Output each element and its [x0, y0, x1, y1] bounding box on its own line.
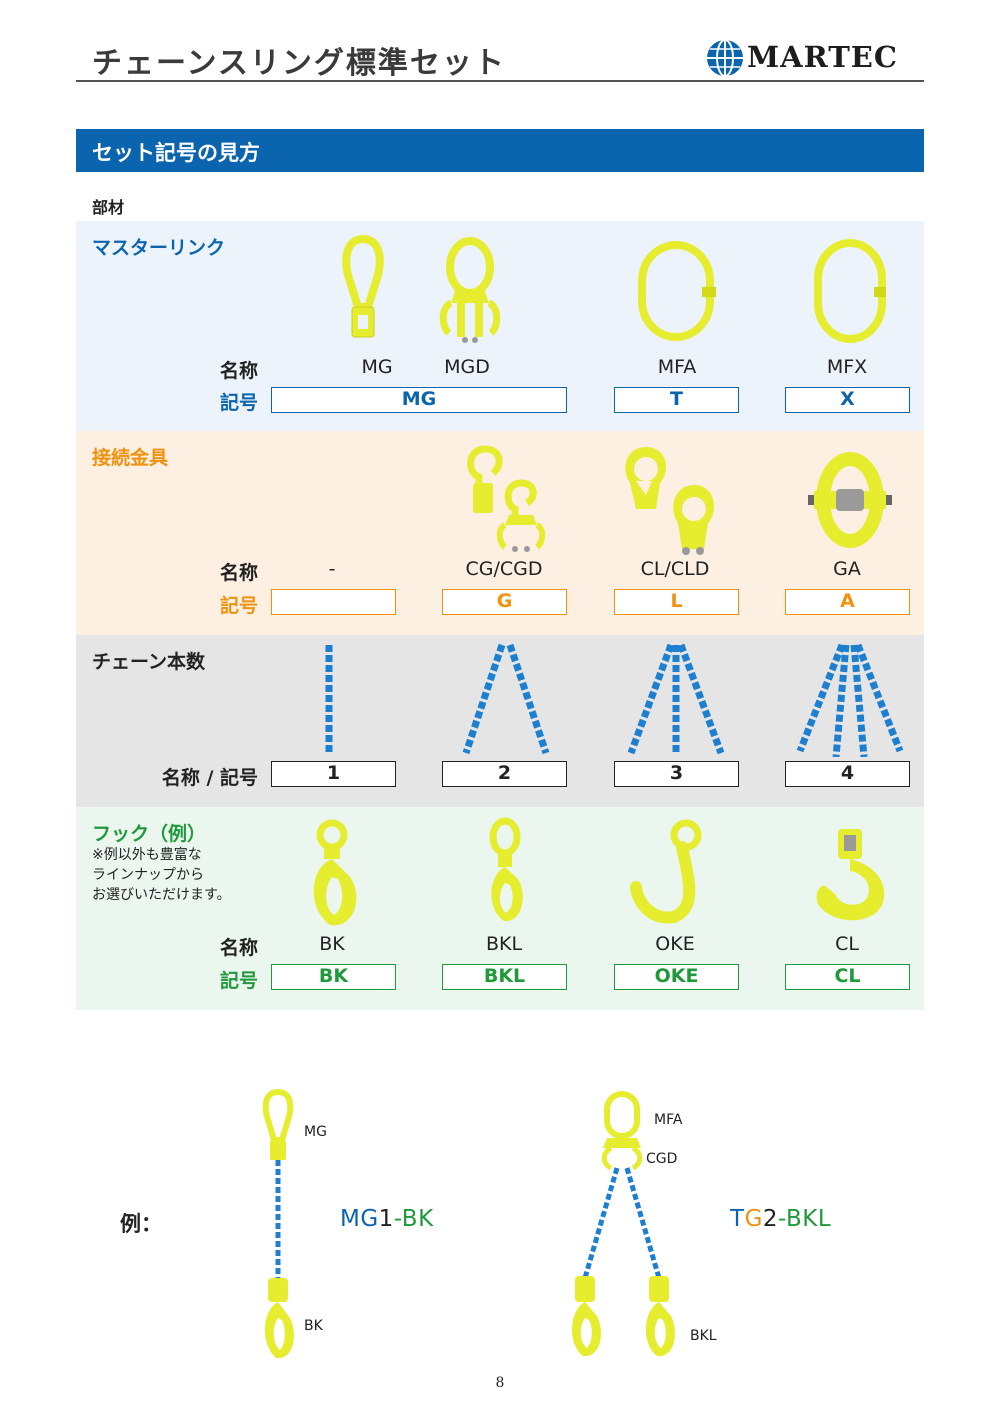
bkl-hook-icon: [489, 817, 523, 922]
code-box: 2: [442, 761, 567, 787]
code-box: CL: [785, 964, 910, 990]
callout-label: MG: [304, 1124, 327, 1140]
martec-logo: MARTEC: [705, 38, 925, 78]
name-label: 名称: [219, 562, 258, 584]
cl-connector-icon: [625, 447, 715, 555]
example-label: 例：: [120, 1212, 162, 1236]
code-box: A: [785, 589, 910, 615]
code-box: G: [442, 589, 567, 615]
code-box: X: [785, 387, 910, 413]
name-value: MFX: [826, 356, 868, 378]
oke-hook-icon: [630, 819, 702, 924]
code-box: [271, 589, 396, 615]
example-2-sling-icon: [571, 1091, 675, 1357]
mfx-master-link-icon: [814, 239, 886, 343]
code-box: 3: [614, 761, 739, 787]
name-value: CL/CLD: [640, 558, 710, 580]
code-box: 4: [785, 761, 910, 787]
bk-hook-icon: [313, 819, 357, 926]
code-label: 記号: [219, 970, 258, 992]
name-code-label: 名称 / 記号: [161, 767, 258, 789]
name-value: BK: [319, 933, 345, 955]
section-title: セット記号の見方: [92, 141, 260, 165]
example-1-sling-icon: [262, 1088, 294, 1359]
name-value: CG/CGD: [465, 558, 543, 580]
chain-count-band: チェーン本数 名称 / 記号 1 2 3 4: [76, 635, 924, 807]
chain-2-icon: [462, 643, 550, 755]
cg-connector-icon: [467, 445, 546, 552]
callout-label: BK: [304, 1318, 323, 1334]
master-link-title: マスターリンク: [92, 237, 226, 259]
title-rule: [76, 80, 924, 82]
chain-1-icon: [325, 645, 333, 755]
name-label: 名称: [219, 360, 258, 382]
code-box: OKE: [614, 964, 739, 990]
code-label: 記号: [219, 392, 258, 414]
name-value: MFA: [657, 356, 697, 378]
page-title: チェーンスリング標準セット: [92, 46, 506, 81]
mgd-master-link-icon: [439, 237, 501, 343]
section-header: セット記号の見方: [76, 129, 924, 172]
connector-title: 接続金具: [92, 447, 169, 469]
name-value: MGD: [444, 356, 490, 378]
globe-icon: [707, 39, 743, 77]
code-box: T: [614, 387, 739, 413]
code-box: 1: [271, 761, 396, 787]
name-label: 名称: [219, 937, 258, 959]
chain-count-title: チェーン本数: [92, 651, 206, 673]
name-value: -: [328, 558, 336, 580]
callout-label: BKL: [690, 1328, 717, 1344]
name-value: GA: [833, 558, 861, 580]
name-value: BKL: [485, 933, 523, 955]
master-link-band: マスターリンク 名称 MG MGD MFA MFX 記号 MG T X: [76, 221, 924, 431]
mg-master-link-icon: [342, 235, 384, 338]
chain-3-icon: [627, 643, 725, 755]
code-box: L: [614, 589, 739, 615]
page-number: 8: [495, 1375, 505, 1391]
callout-label: MFA: [654, 1112, 683, 1128]
callout-label: CGD: [646, 1151, 678, 1167]
code-box: BKL: [442, 964, 567, 990]
ga-connector-icon: [808, 452, 892, 548]
name-value: OKE: [655, 933, 695, 955]
chain-4-icon: [796, 643, 904, 757]
hook-band: フック（例） ※例以外も豊富な ラインナップから お選びいただけます。 名称 B…: [76, 807, 924, 1010]
hook-note: ※例以外も豊富な ラインナップから お選びいただけます。: [92, 847, 231, 903]
cl-hook-icon: [816, 829, 885, 921]
name-value: CL: [835, 933, 859, 955]
logo-text: MARTEC: [747, 40, 898, 74]
example-1-code: MG1-BK: [340, 1206, 434, 1232]
code-box: BK: [271, 964, 396, 990]
code-box: MG: [271, 387, 567, 413]
example-2-code: TG2-BKL: [730, 1206, 832, 1232]
connector-band: 接続金具 名称 - CG/CGD CL/CLD GA 記号 G L A: [76, 431, 924, 635]
hook-title: フック（例）: [92, 823, 207, 845]
code-label: 記号: [219, 595, 258, 617]
name-value: MG: [361, 356, 393, 378]
mfa-master-link-icon: [638, 241, 716, 341]
parts-label: 部材: [92, 198, 125, 217]
